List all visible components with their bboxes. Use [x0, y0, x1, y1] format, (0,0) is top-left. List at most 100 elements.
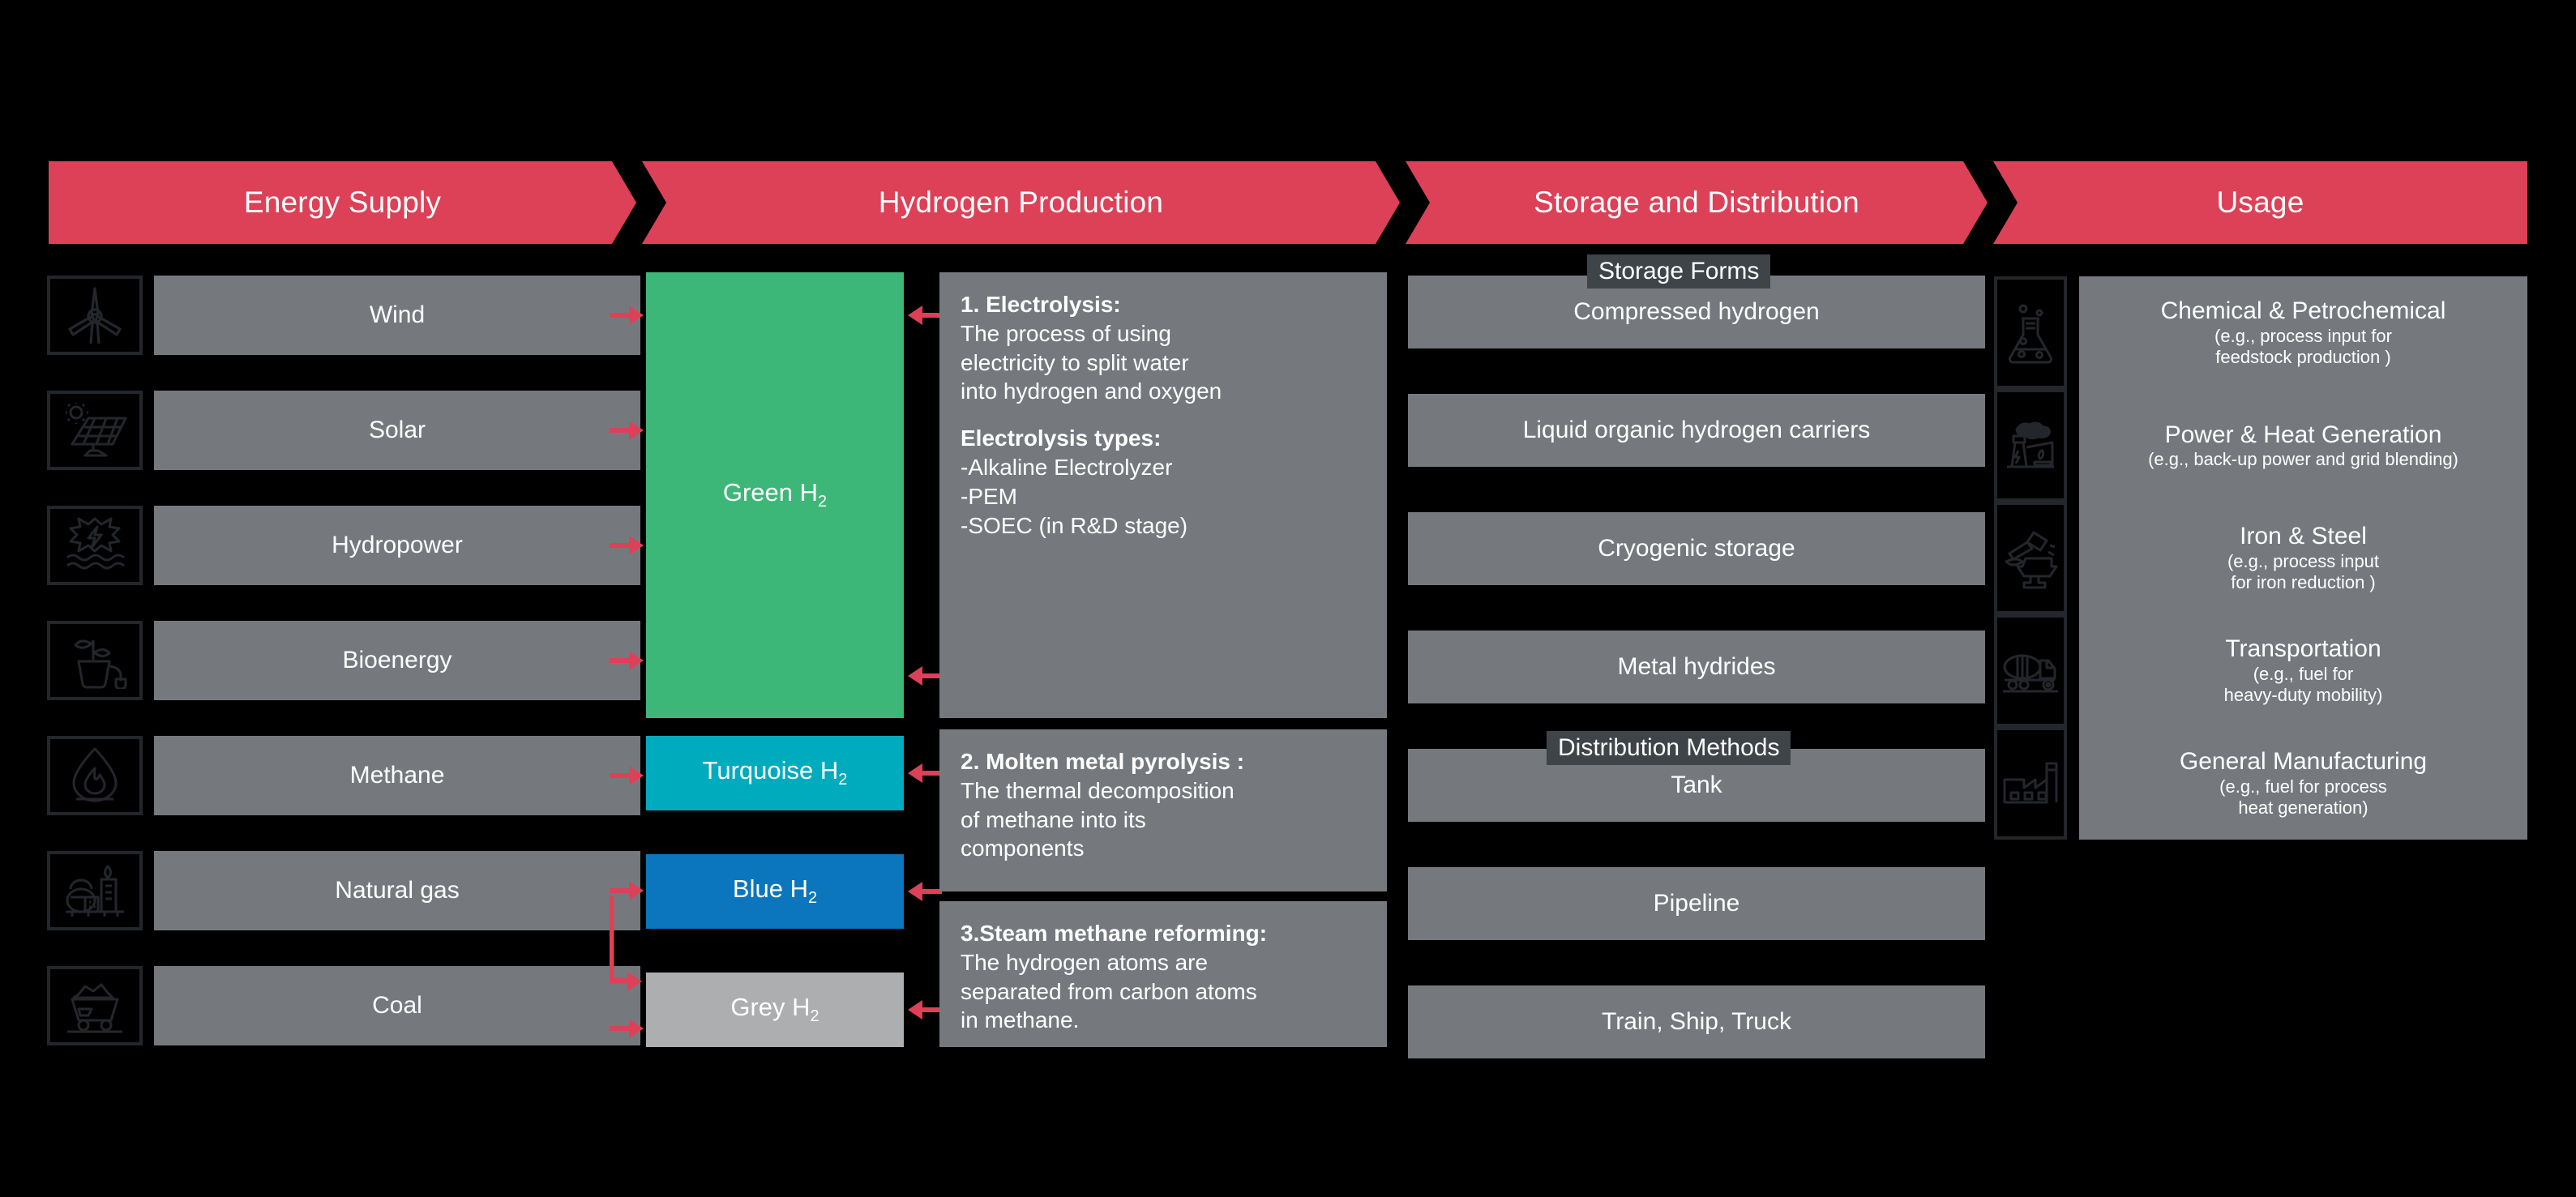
header-energy-supply-label: Energy Supply [243, 186, 442, 219]
arrow-smr-to-grey [906, 998, 942, 1021]
header-usage: Usage [1993, 161, 2527, 244]
arrow-methane-to-turquoise [610, 764, 645, 787]
usage-item-iron-steel[interactable]: Iron & Steel (e.g., process input for ir… [2079, 502, 2527, 614]
usage-item-sub-line: (e.g., fuel for [2253, 663, 2354, 684]
coal-cart-icon [47, 966, 143, 1045]
usage-item-sub-line: for iron reduction ) [2231, 572, 2376, 593]
anvil-hammer-icon [1994, 502, 2067, 614]
usage-item-transportation[interactable]: Transportation (e.g., fuel for heavy-dut… [2079, 614, 2527, 727]
power-plant-icon [1994, 389, 2067, 502]
info-panel-molten-metal-pyrolysis: 2. Molten metal pyrolysis : The thermal … [939, 729, 1387, 891]
usage-item-title: Transportation [2225, 635, 2381, 663]
energy-item-label: Hydropower [332, 532, 463, 559]
arrow-natural-gas-to-blue [610, 879, 645, 902]
arrow-solar-to-green [610, 419, 645, 442]
arrow-smr-to-blue [906, 880, 942, 903]
gas-plant-icon [47, 851, 143, 930]
arrow-coal-to-grey [610, 1017, 645, 1040]
header-hydrogen-production: Hydrogen Production [642, 161, 1400, 244]
distribution-item-label: Pipeline [1653, 890, 1740, 917]
info-spacer [961, 406, 1366, 424]
arrow-wind-to-green [610, 304, 645, 327]
info-body-line: in methane. [961, 1007, 1080, 1033]
energy-item-label: Bioenergy [342, 647, 452, 674]
storage-item-label: Cryogenic storage [1598, 535, 1795, 562]
usage-item-title: Iron & Steel [2240, 523, 2367, 550]
info-list-item: -PEM [961, 483, 1017, 509]
arrow-bioenergy-to-green [610, 649, 645, 672]
usage-item-sub-line: (e.g., fuel for process [2219, 776, 2387, 797]
energy-item-label: Wind [369, 301, 426, 329]
arrow-hydropower-to-green [610, 534, 645, 557]
distribution-methods-label: Distribution Methods [1547, 731, 1791, 765]
energy-item-label: Solar [368, 417, 426, 444]
flame-icon [47, 736, 143, 815]
h2-type-grey[interactable]: Grey H2 [646, 973, 904, 1047]
usage-item-sub-line: (e.g., process input [2227, 550, 2380, 571]
wind-turbine-icon [47, 276, 143, 355]
hydropower-icon [47, 506, 143, 585]
usage-item-sub-line: heavy-duty mobility) [2223, 685, 2383, 706]
solar-panel-icon [47, 391, 143, 470]
energy-item-label: Coal [372, 992, 422, 1020]
energy-item-bioenergy[interactable]: Bioenergy [154, 621, 640, 700]
info-title: 2. Molten metal pyrolysis : [961, 749, 1245, 774]
info-title: 3.Steam methane reforming: [961, 921, 1268, 946]
storage-item-cryogenic-storage[interactable]: Cryogenic storage [1408, 512, 1985, 585]
info-body-line: The process of using [961, 320, 1171, 346]
storage-item-metal-hydrides[interactable]: Metal hydrides [1408, 631, 1985, 703]
usage-item-title: Chemical & Petrochemical [2160, 297, 2446, 325]
header-storage-distribution-label: Storage and Distribution [1534, 186, 1859, 219]
usage-item-sub-line: feedstock production ) [2215, 347, 2391, 368]
info-subtitle: Electrolysis types: [961, 425, 1162, 451]
flask-icon [1994, 276, 2067, 389]
distribution-item-label: Tank [1671, 772, 1722, 799]
info-body-line: The thermal decomposition [961, 777, 1235, 803]
usage-item-title: Power & Heat Generation [2164, 421, 2442, 448]
usage-item-sub-line: heat generation) [2238, 797, 2368, 819]
h2-type-green[interactable]: Green H2 [646, 272, 904, 718]
arrow-electrolysis-to-green-bottom [906, 665, 942, 687]
energy-item-hydropower[interactable]: Hydropower [154, 506, 640, 585]
header-usage-label: Usage [2216, 186, 2304, 219]
distribution-item-label: Train, Ship, Truck [1602, 1008, 1791, 1036]
bioenergy-plant-icon [47, 621, 143, 700]
usage-item-chemical-petrochemical[interactable]: Chemical & Petrochemical (e.g., process … [2079, 276, 2527, 389]
usage-item-sub-line: (e.g., back-up power and grid blending) [2148, 449, 2458, 469]
distribution-item-pipeline[interactable]: Pipeline [1408, 867, 1985, 940]
usage-item-general-manufacturing[interactable]: General Manufacturing (e.g., fuel for pr… [2079, 727, 2527, 840]
energy-item-natural-gas[interactable]: Natural gas [154, 851, 640, 930]
info-panel-electrolysis: 1. Electrolysis: The process of using el… [939, 272, 1387, 718]
info-list-item: -Alkaline Electrolyzer [961, 455, 1173, 481]
factory-icon [1994, 727, 2067, 840]
header-energy-supply: Energy Supply [49, 161, 636, 244]
usage-item-title: General Manufacturing [2179, 748, 2428, 776]
info-body-line: components [961, 836, 1085, 861]
energy-item-methane[interactable]: Methane [154, 736, 640, 815]
h2-type-label: Green H2 [722, 478, 828, 511]
info-body-line: into hydrogen and oxygen [961, 378, 1222, 404]
info-panel-steam-methane-reforming: 3.Steam methane reforming: The hydrogen … [939, 901, 1387, 1047]
energy-item-solar[interactable]: Solar [154, 391, 640, 470]
energy-item-coal[interactable]: Coal [154, 966, 640, 1045]
energy-item-wind[interactable]: Wind [154, 276, 640, 355]
storage-forms-label: Storage Forms [1587, 254, 1771, 289]
info-title: 1. Electrolysis: [961, 292, 1121, 317]
info-body-line: separated from carbon atoms [961, 978, 1257, 1004]
energy-item-label: Natural gas [335, 877, 460, 904]
storage-item-lohc[interactable]: Liquid organic hydrogen carriers [1408, 394, 1985, 467]
h2-type-label: Blue H2 [732, 874, 818, 908]
storage-item-label: Liquid organic hydrogen carriers [1522, 417, 1871, 444]
h2-type-label: Grey H2 [730, 993, 819, 1026]
usage-item-power-heat-generation[interactable]: Power & Heat Generation (e.g., back-up p… [2079, 389, 2527, 502]
info-body-line: of methane into its [961, 806, 1146, 832]
distribution-item-train-ship-truck[interactable]: Train, Ship, Truck [1408, 985, 1985, 1058]
h2-type-turquoise[interactable]: Turquoise H2 [646, 736, 904, 810]
info-body-line: The hydrogen atoms are [961, 949, 1209, 975]
h2-type-blue[interactable]: Blue H2 [646, 854, 904, 929]
usage-item-sub-line: (e.g., process input for [2214, 325, 2392, 346]
tanker-truck-icon [1994, 614, 2067, 727]
info-body-line: electricity to split water [961, 349, 1189, 375]
info-list-item: -SOEC (in R&D stage) [961, 512, 1188, 538]
